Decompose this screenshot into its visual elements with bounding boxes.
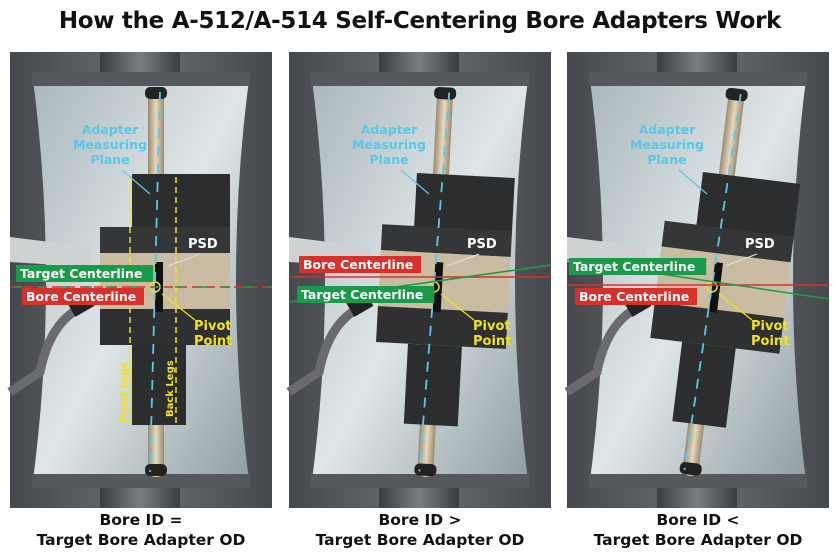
bore-centerline-label: Bore Centerline <box>299 256 421 273</box>
target-centerline-label: Target Centerline <box>569 258 707 275</box>
bore-centerline-label: Bore Centerline <box>22 288 144 305</box>
front-legs-label: Front Legs <box>119 362 130 422</box>
lower-block <box>132 345 186 425</box>
svg-text:Bore Centerline: Bore Centerline <box>303 257 413 272</box>
pivot-arrow <box>161 293 196 321</box>
svg-text:Target Centerline: Target Centerline <box>573 259 695 274</box>
pivot-point-label: Pivot <box>751 319 789 334</box>
page-title: How the A-512/A-514 Self-Centering Bore … <box>58 8 782 34</box>
target-centerline-label: Target Centerline <box>16 265 154 282</box>
measuring-plane-label: Measuring <box>73 137 147 152</box>
measuring-plane-label: Plane <box>369 152 408 167</box>
measuring-plane-label: Measuring <box>352 137 426 152</box>
bore-adapter <box>376 87 515 477</box>
caption-line-2: Target Bore Adapter OD <box>315 531 525 549</box>
caption-line-2: Target Bore Adapter OD <box>593 531 803 549</box>
pivot-point-label: Pivot <box>194 319 232 334</box>
pivot-point-label: Pivot <box>473 319 511 334</box>
psd-label: PSD <box>745 237 775 252</box>
psd-sensor <box>708 262 723 313</box>
pivot-point-label: Point <box>194 334 232 349</box>
measuring-plane-label: Plane <box>647 152 686 167</box>
bore-adapter: Front Legs Back Legs <box>100 87 230 477</box>
measuring-plane-line <box>149 91 161 473</box>
svg-text:Target Centerline: Target Centerline <box>20 266 142 281</box>
psd-label: PSD <box>188 237 218 252</box>
caption-panel-1: Bore ID = Target Bore Adapter OD <box>10 510 272 550</box>
pivot-arrow <box>440 293 475 321</box>
upper-block <box>132 174 230 230</box>
psd-arrow <box>446 253 480 267</box>
bore-centerline-label: Bore Centerline <box>575 288 697 305</box>
caption-line-1: Bore ID = <box>99 511 183 529</box>
measuring-plane-arrow <box>678 169 708 195</box>
lower-block <box>672 341 736 428</box>
upper-block <box>414 172 515 235</box>
measuring-plane-label: Adapter <box>82 122 139 137</box>
target-centerline-label: Target Centerline <box>297 286 435 303</box>
panel-1: Front Legs Back Legs Target CenterlineBore… <box>10 52 272 508</box>
caption-line-1: Bore ID > <box>378 511 462 529</box>
measuring-plane-label: Adapter <box>361 122 418 137</box>
pivot-arrow <box>718 293 753 321</box>
caption-panel-3: Bore ID < Target Bore Adapter OD <box>567 510 829 550</box>
measuring-plane-label: Plane <box>90 152 129 167</box>
caption-line-1: Bore ID < <box>656 511 740 529</box>
caption-line-2: Target Bore Adapter OD <box>36 531 246 549</box>
svg-text:Target Centerline: Target Centerline <box>301 287 423 302</box>
pivot-point-label: Point <box>751 334 789 349</box>
psd-label: PSD <box>467 237 497 252</box>
measuring-plane-label: Adapter <box>639 122 696 137</box>
svg-text:Bore Centerline: Bore Centerline <box>579 289 689 304</box>
measuring-plane-arrow <box>400 169 430 195</box>
measuring-plane-line <box>683 93 742 471</box>
svg-text:Bore Centerline: Bore Centerline <box>26 289 136 304</box>
psd-arrow <box>167 253 201 267</box>
measuring-plane-line <box>418 92 451 472</box>
back-legs-label: Back Legs <box>165 360 176 417</box>
pivot-point-label: Point <box>473 334 511 349</box>
measuring-plane-arrow <box>121 169 151 195</box>
caption-panel-2: Bore ID > Target Bore Adapter OD <box>289 510 551 550</box>
measuring-plane-label: Measuring <box>630 137 704 152</box>
lower-block <box>403 343 462 427</box>
psd-arrow <box>724 253 758 267</box>
